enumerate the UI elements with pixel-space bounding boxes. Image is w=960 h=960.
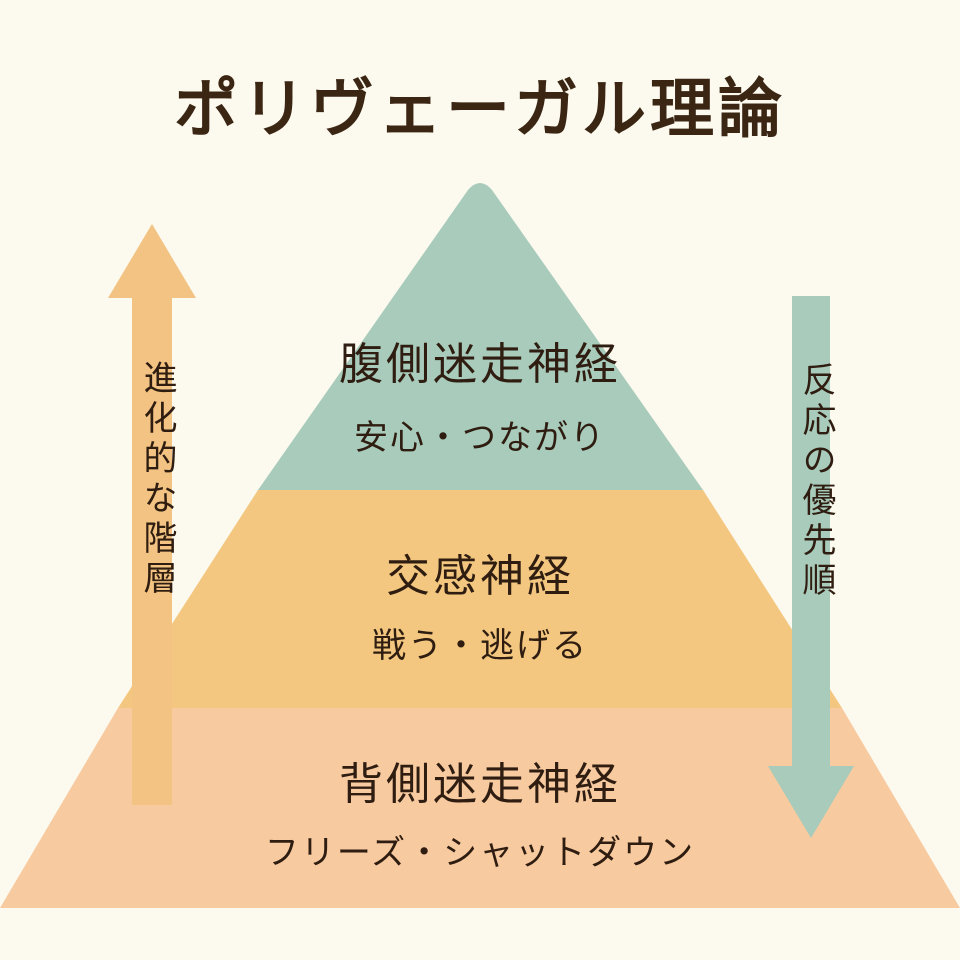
- layer-label-sympathetic: 交感神経: [386, 551, 574, 602]
- pyramid-layer-dorsal-vagal: [0, 708, 960, 908]
- arrow-label-priority: 反応の優先順: [796, 362, 836, 602]
- layer-sublabel-dorsal-vagal: フリーズ・シャットダウン: [264, 833, 696, 873]
- layer-sublabel-ventral-vagal: 安心・つながり: [354, 418, 606, 458]
- arrow-down-priority: [768, 296, 854, 838]
- arrow-label-evolution: 進化的な階層: [137, 360, 177, 600]
- pyramid-layer-sympathetic: [118, 490, 842, 708]
- page-title: ポリヴェーガル理論: [174, 73, 786, 147]
- layer-sublabel-sympathetic: 戦う・逃げる: [372, 626, 588, 666]
- arrow-up-evolution: [108, 224, 196, 805]
- layer-label-ventral-vagal: 腹側迷走神経: [339, 339, 621, 390]
- layer-label-dorsal-vagal: 背側迷走神経: [339, 759, 621, 810]
- pyramid-layer-ventral-vagal: [258, 183, 703, 490]
